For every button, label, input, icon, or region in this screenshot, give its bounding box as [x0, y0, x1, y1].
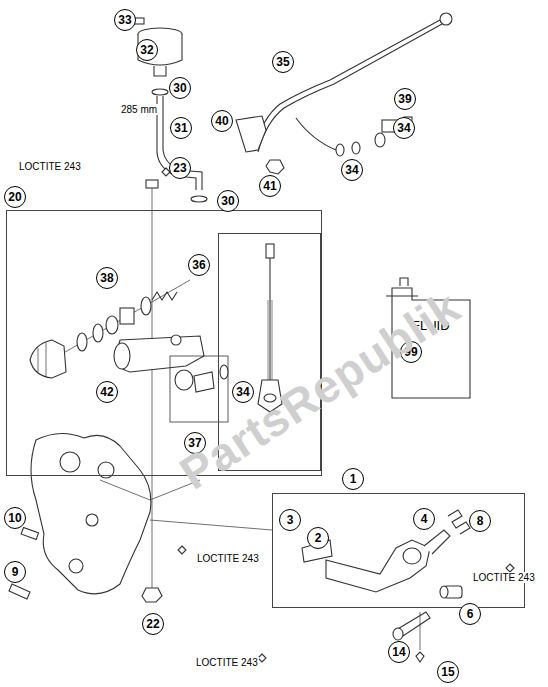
- callout-number: 10: [4, 507, 26, 529]
- callout-number: 31: [170, 117, 192, 139]
- note-text: LOCTITE 243: [195, 657, 259, 668]
- callout-number: 42: [96, 381, 118, 403]
- callout-number: 39: [394, 88, 416, 110]
- callout-number: 40: [211, 110, 233, 132]
- callout-number: 23: [169, 157, 191, 179]
- note-text: LOCTITE 243: [196, 553, 260, 564]
- callout-number: 33: [114, 9, 136, 31]
- callout-number: 30: [217, 190, 239, 212]
- note-text: LOCTITE 243: [472, 572, 536, 583]
- callout-number: 8: [469, 510, 491, 532]
- callout-number: 15: [437, 661, 459, 683]
- callout-number: 4: [413, 508, 435, 530]
- note-text: 285 mm: [120, 104, 158, 115]
- callout-number: 32: [136, 39, 158, 61]
- callout-number: 34: [341, 159, 363, 181]
- callout-number: 2: [307, 527, 329, 549]
- callout-number: 1: [342, 468, 364, 490]
- callout-number: 30: [169, 77, 191, 99]
- callout-number: 35: [272, 51, 294, 73]
- callout-number: 14: [388, 641, 410, 663]
- group-box: 1: [272, 493, 525, 608]
- callout-number: 20: [4, 186, 26, 208]
- callout-number: 9: [4, 561, 26, 583]
- callout-number: 3: [279, 509, 301, 531]
- callout-number: 36: [188, 254, 210, 276]
- callout-number: 41: [259, 175, 281, 197]
- callout-number: 38: [96, 267, 118, 289]
- note-text: LOCTITE 243: [18, 161, 82, 172]
- callout-number: 34: [393, 117, 415, 139]
- callout-number: 6: [459, 603, 481, 625]
- callout-number: 22: [142, 613, 164, 635]
- callout-number: 34: [232, 381, 254, 403]
